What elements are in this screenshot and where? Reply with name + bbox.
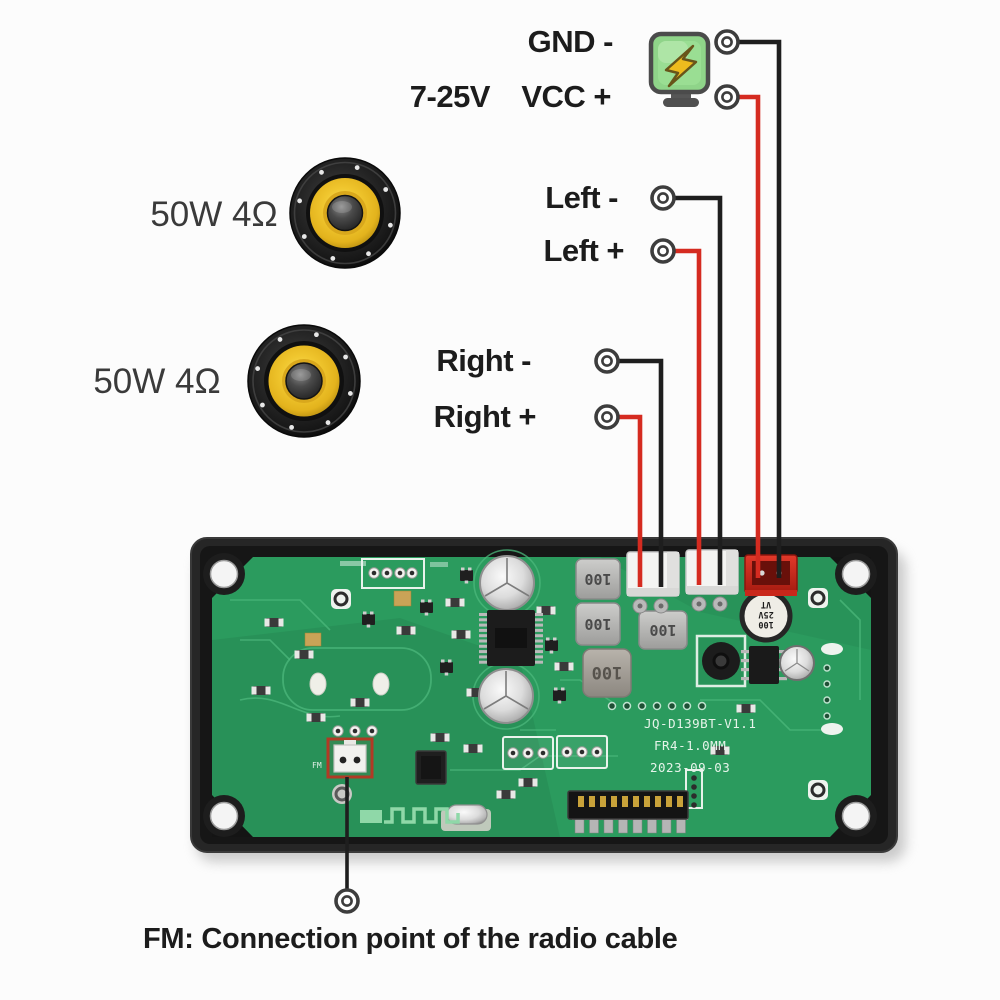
svg-text:100: 100 [584,570,611,588]
svg-text:100: 100 [584,615,611,633]
label-speaker-1: 50W 4Ω [150,195,278,234]
label-right-minus: Right - [436,343,531,378]
wire-gnd [737,39,782,578]
label-gnd: GND - [527,24,614,59]
mcu-chip [415,750,447,785]
inductor-2: 100 [575,602,621,646]
wires [345,39,782,890]
wire-right-plus [617,414,643,587]
power-connector [744,554,798,596]
terminal-right-plus [594,404,620,430]
wire-right-minus [617,358,664,587]
lightning-bolt-icon [664,44,698,88]
svg-text:FR4-1.0MM: FR4-1.0MM [654,738,726,753]
inductor-1: 100 [575,558,621,600]
silkscreen-text: JQ-D139BT-V1.1 FR4-1.0MM 2023-09-03 [644,716,756,775]
capacitor-marked: 100 25V VT [739,589,793,643]
svg-text:VT: VT [761,599,771,609]
capacitor-small [779,645,815,681]
mounting-hole-bottom-right [835,795,877,837]
label-speaker-2: 50W 4Ω [93,362,221,401]
svg-text:2023-09-03: 2023-09-03 [650,760,730,775]
label-voltage-range: 7-25V [409,79,491,114]
capacitor-large-1 [479,555,535,611]
speaker-dust-cap [326,194,364,232]
speaker-2 [247,324,361,438]
label-left-plus: Left + [543,233,624,268]
terminal-gnd [714,29,740,55]
mounting-hole-top-left [203,553,245,595]
label-left-minus: Left - [545,180,618,215]
pcb-module: 100 100 100 100 [190,537,906,862]
label-fm-note: FM: Connection point of the radio cable [143,923,678,955]
svg-text:100: 100 [649,621,676,639]
label-right-plus: Right + [433,399,537,434]
sd-card-slot [567,790,689,834]
mounting-hole-top-right [835,553,877,595]
speaker-1 [289,157,401,269]
wire-left-plus [673,248,702,585]
svg-text:100: 100 [758,619,773,629]
svg-text:25V: 25V [758,609,773,619]
footprint-vertical-header [685,769,703,809]
smd-components [251,567,843,799]
capacitor-large-2 [478,668,534,724]
inductor-3: 100 [582,648,632,698]
jst-connector-left [685,549,739,612]
terminal-fm [334,888,360,914]
terminal-vcc [714,84,740,110]
terminal-right-minus [594,348,620,374]
label-vcc: VCC + [521,79,611,114]
speaker-bolts [255,332,353,430]
via-row [607,701,707,711]
toroid-inductor [695,634,747,688]
wire-vcc [737,94,761,578]
svg-text:FM: FM [312,761,322,770]
speaker-bolts [297,165,393,261]
mounting-hole-bottom-left [203,795,245,837]
svg-text:100: 100 [592,662,623,682]
pcb-board [212,557,871,837]
inductor-4: 100 [638,610,688,650]
header-footprint [361,558,425,589]
wire-left-minus [673,195,723,585]
speaker-dust-cap [285,362,323,400]
amplifier-chip [479,610,543,666]
svg-text:JQ-D139BT-V1.1: JQ-D139BT-V1.1 [644,716,756,731]
terminal-left-plus [650,238,676,264]
power-adapter-icon [648,31,711,107]
footprint-3pin-2 [556,735,608,769]
antenna-trace [360,807,460,824]
footprint-3pin-1 [502,736,554,770]
fm-connector: FM [312,725,378,779]
terminal-left-minus [650,185,676,211]
